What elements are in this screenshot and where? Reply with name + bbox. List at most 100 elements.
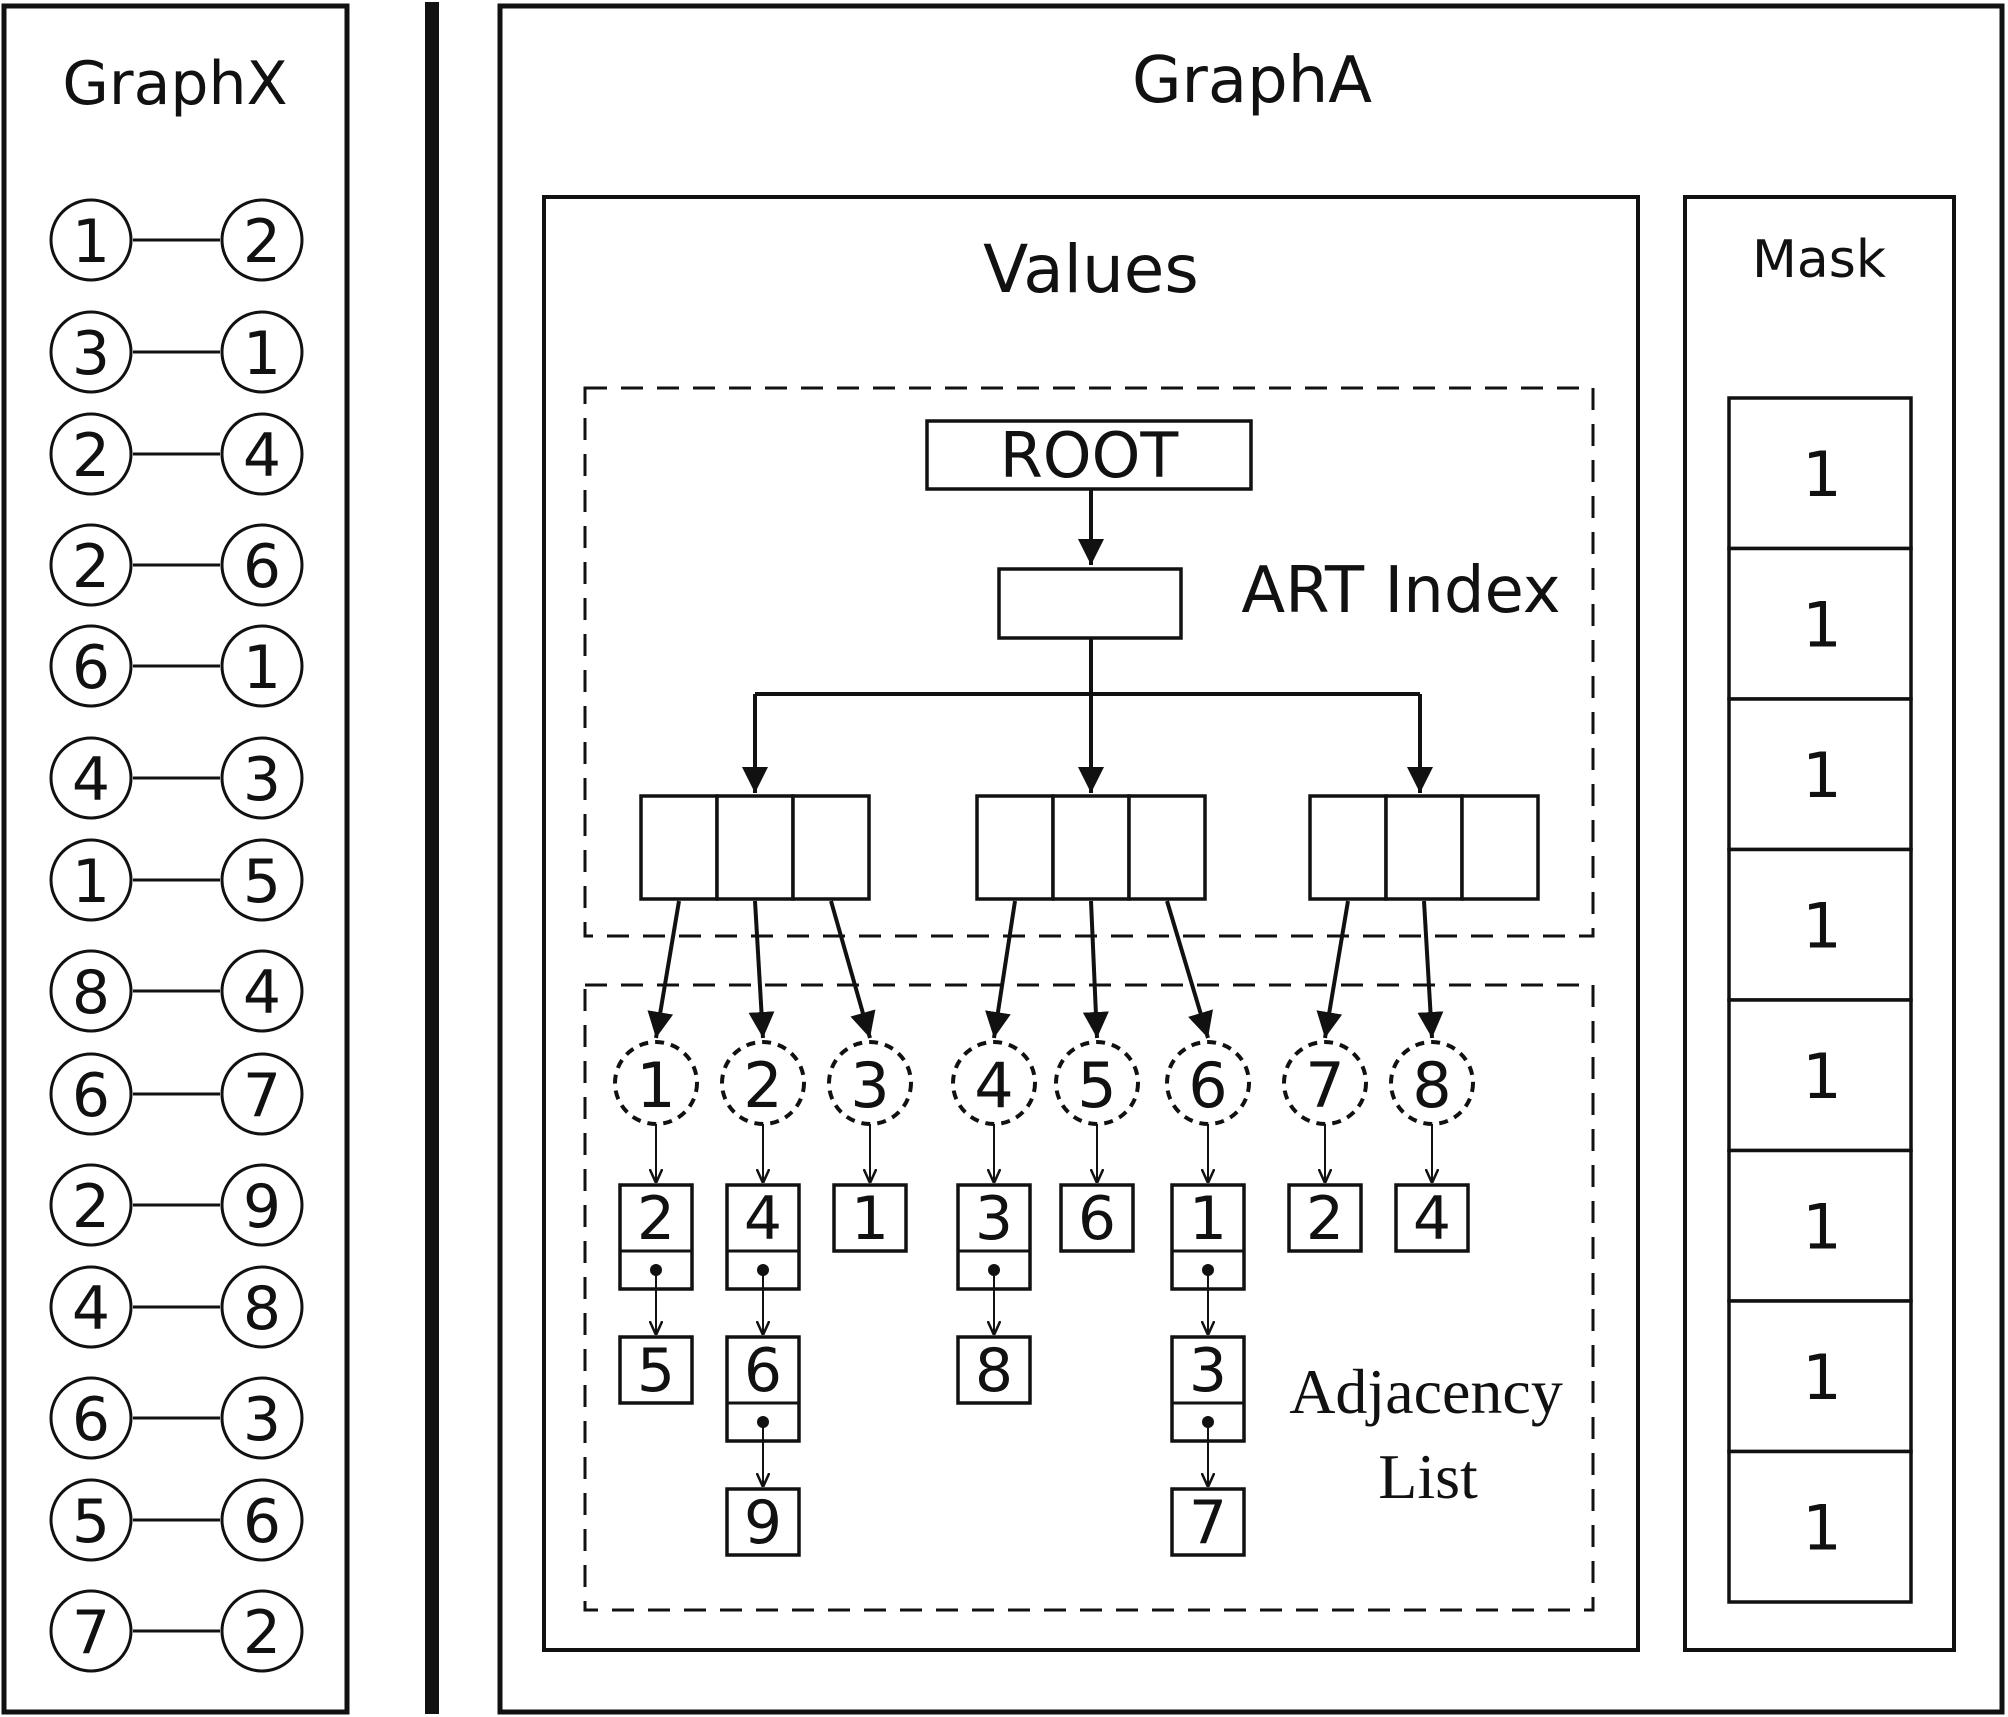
vertex-node-label: 5 [1077,1049,1116,1122]
target-vertex-label: 3 [243,745,281,815]
art-leaf-slot [639,794,719,901]
mask-bit-value: 1 [1802,1191,1841,1264]
leaf-to-vertex-arrow [829,900,876,1039]
source-vertex-circle [49,1478,133,1562]
source-vertex-label: 7 [72,1598,110,1668]
neighbor-value: 8 [975,1336,1013,1406]
list-node-box [725,1487,801,1557]
leaf-to-vertex-arrow [1417,900,1444,1039]
art-leaf-group-center [975,794,1207,901]
source-vertex-label: 2 [72,1172,110,1242]
grapha-panel: GraphA Values ROOT ART Index [497,3,2005,1715]
mask-bit-cell: 1 [1727,847,1913,1002]
source-vertex-label: 3 [72,319,110,389]
list-node-box [1059,1183,1135,1253]
source-vertex-circle [49,1163,133,1247]
neighbor-value: 1 [851,1184,889,1254]
source-vertex-label: 6 [72,1061,110,1131]
target-vertex-label: 2 [243,207,281,277]
source-vertex-label: 6 [72,633,110,703]
target-vertex-circle [220,1052,304,1136]
mask-bit-value: 1 [1802,438,1841,511]
vertex-node-label: 1 [636,1049,675,1122]
adjacency-list-node: 8 [956,1335,1032,1406]
source-vertex-circle [49,1265,133,1349]
leaf-to-vertex-arrow [1316,900,1350,1039]
target-vertex-label: 4 [243,958,281,1028]
mask-cell-box [1727,1148,1913,1303]
adjacency-list-node: 1 [832,1183,908,1254]
target-vertex-label: 6 [243,1487,281,1557]
adjacency-list-node: 9 [725,1487,801,1558]
art-leaf-group-right [1308,794,1540,901]
neighbor-value: 5 [637,1336,675,1406]
neighbor-value: 6 [1078,1184,1116,1254]
target-vertex-circle [220,310,304,394]
source-vertex-label: 4 [72,1274,110,1344]
vertex-node-label: 7 [1305,1049,1344,1122]
art-leaf-slot [1460,794,1540,901]
neighbor-value: 2 [1306,1184,1344,1254]
target-vertex-circle [220,838,304,922]
panel-separator [425,2,439,1714]
source-vertex-circle [49,523,133,607]
neighbor-value: 6 [744,1336,782,1406]
mask-bit-value: 1 [1802,739,1841,812]
leaf-pointer-arrows [647,900,1444,1039]
target-vertex-circle [220,736,304,820]
art-leaf-slot [1127,794,1207,901]
source-vertex-label: 5 [72,1487,110,1557]
source-vertex-label: 1 [72,847,110,917]
mask-bit-cell: 1 [1727,998,1913,1153]
adjacency-label-line1: Adjacency [1289,1356,1563,1427]
art-leaf-group-left [639,794,871,901]
source-vertex-circle [49,1376,133,1460]
mask-bit-cell: 1 [1727,1449,1913,1604]
source-vertex-label: 4 [72,745,110,815]
source-vertex-circle [49,1052,133,1136]
mask-bit-value: 1 [1802,1040,1841,1113]
adjacency-list-node: 6 [1059,1183,1135,1254]
target-vertex-circle [220,1376,304,1460]
art-root-label: ROOT [1000,419,1180,492]
target-vertex-circle [220,624,304,708]
target-vertex-circle [220,523,304,607]
neighbor-value: 9 [744,1488,782,1558]
mask-bit-value: 1 [1802,589,1841,662]
grapha-frame [497,3,2005,1715]
mask-cell-box [1727,847,1913,1002]
target-vertex-label: 7 [243,1061,281,1131]
art-leaf-slot [975,794,1055,901]
art-leaf-slot [791,794,871,901]
vertex-node-label: 4 [974,1049,1013,1122]
mask-cell-box [1727,546,1913,701]
source-vertex-circle [49,1589,133,1673]
source-vertex-label: 8 [72,958,110,1028]
target-vertex-circle [220,1589,304,1673]
art-root-node [925,419,1253,491]
target-vertex-label: 9 [243,1172,281,1242]
adjacency-list-node: 4 [725,1183,801,1291]
neighbor-value: 3 [975,1184,1013,1254]
source-vertex-circle [49,412,133,496]
source-vertex-label: 1 [72,207,110,277]
target-vertex-circle [220,412,304,496]
source-vertex-label: 2 [72,421,110,491]
source-vertex-label: 2 [72,532,110,602]
art-index-region: ROOT ART Index [583,386,1595,938]
list-node-box [1170,1487,1246,1557]
source-vertex-circle [49,310,133,394]
art-index-dashed-box [583,386,1595,938]
